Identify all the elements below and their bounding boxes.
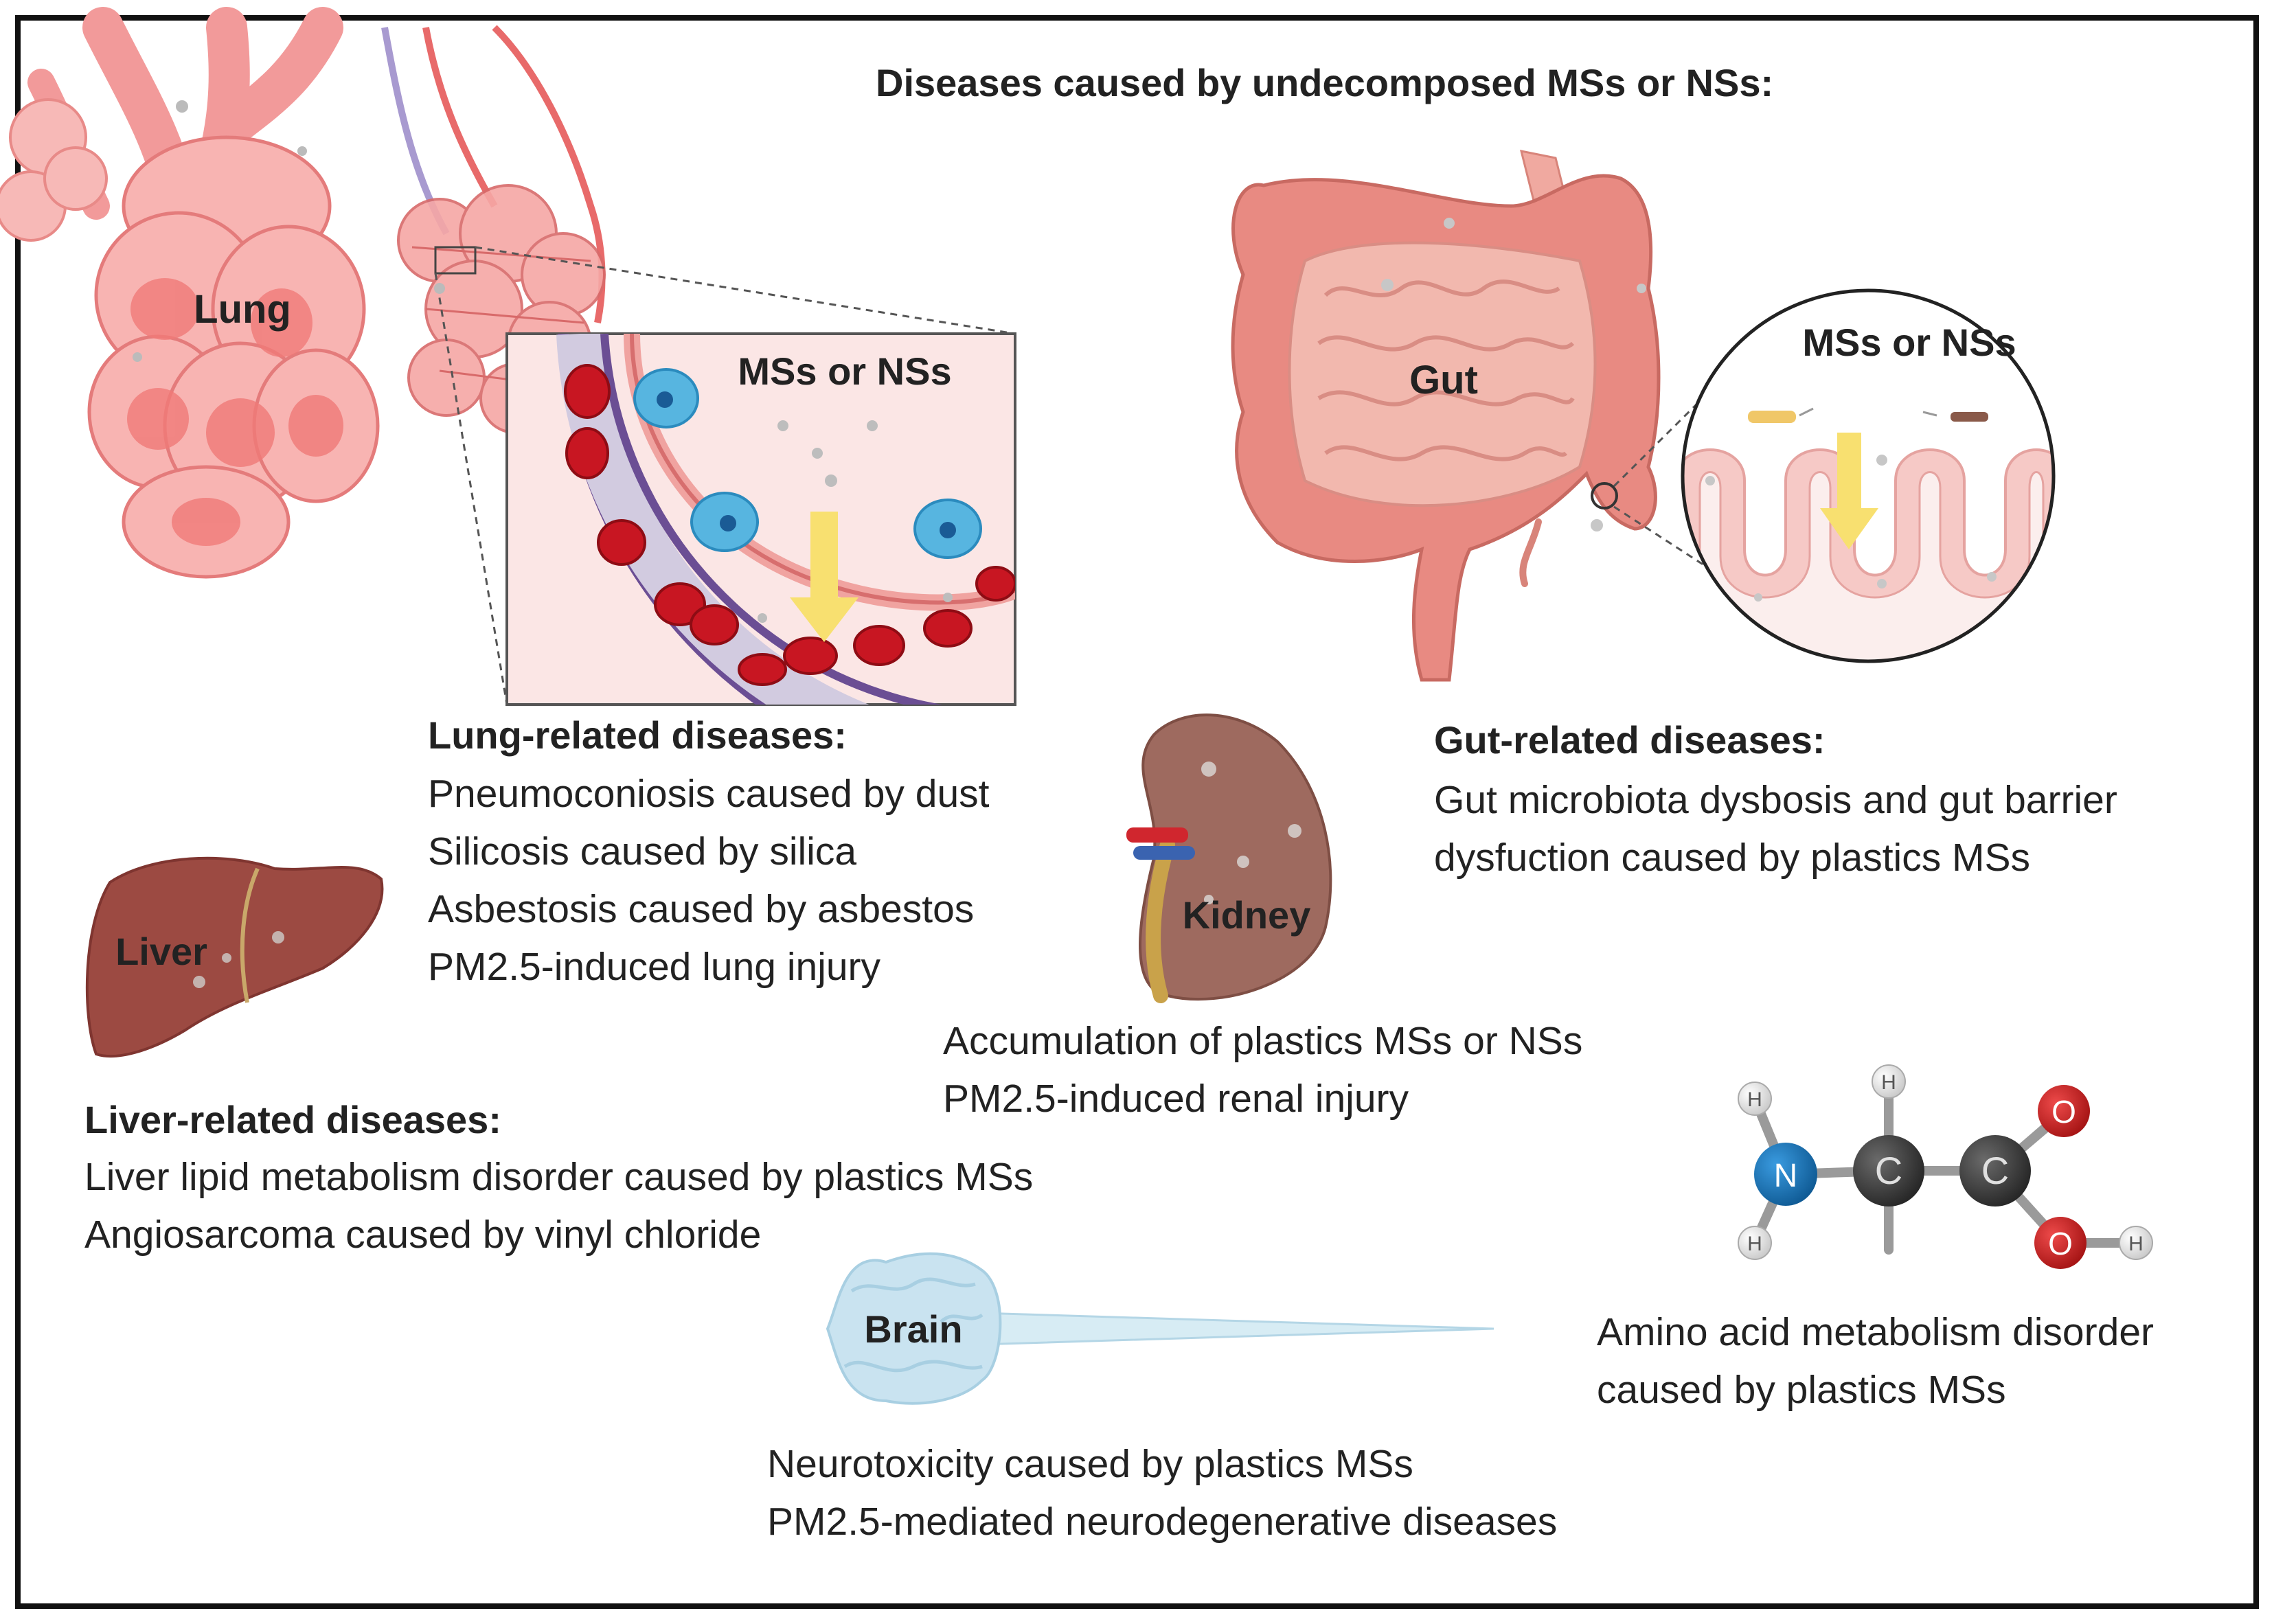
lung-label: Lung xyxy=(194,287,291,332)
lung-disease-item: PM2.5-induced lung injury xyxy=(428,945,881,989)
brain-disease-item: Neurotoxicity caused by plastics MSs xyxy=(767,1442,1413,1486)
atom-o-top xyxy=(2038,1085,2090,1137)
amino-disease-item: Amino acid metabolism disorder xyxy=(1597,1310,2154,1354)
brain-label: Brain xyxy=(864,1307,962,1351)
diagram-title: Diseases caused by undecomposed MSs or N… xyxy=(876,61,1774,104)
atom-c-carboxyl xyxy=(1959,1135,2031,1206)
lung-inset-arrow xyxy=(790,512,859,642)
amino-disease-item: caused by plastics MSs xyxy=(1597,1368,2006,1412)
outer-frame xyxy=(15,15,2259,1609)
liver-diseases-heading: Liver-related diseases: xyxy=(84,1098,501,1141)
kidney-disease-item: PM2.5-induced renal injury xyxy=(943,1077,1409,1121)
liver-disease-item: Liver lipid metabolism disorder caused b… xyxy=(84,1155,1034,1199)
lung-disease-item: Pneumoconiosis caused by dust xyxy=(428,772,990,816)
gut-inset xyxy=(1681,288,2056,663)
liver-label: Liver xyxy=(115,930,207,973)
brain-illustration xyxy=(826,1252,1494,1405)
gut-inset-label: MSs or NSs xyxy=(1802,321,2016,364)
atom-h-bottom-left xyxy=(1738,1226,1772,1260)
atom-o-bottom xyxy=(2034,1217,2087,1269)
kidney-disease-item: Accumulation of plastics MSs or NSs xyxy=(943,1019,1583,1063)
svg-text:O: O xyxy=(2048,1226,2073,1261)
lung-disease-item: Asbestosis caused by asbestos xyxy=(428,887,975,931)
svg-text:H: H xyxy=(2128,1233,2144,1255)
lung-inset xyxy=(505,332,1016,706)
lung-diseases-heading: Lung-related diseases: xyxy=(428,713,847,757)
atom-n xyxy=(1754,1143,1817,1206)
gut-diseases-heading: Gut-related diseases: xyxy=(1434,718,1826,762)
liver-illustration xyxy=(85,856,384,1057)
svg-text:C: C xyxy=(1875,1149,1902,1192)
atom-h-top-left xyxy=(1738,1082,1772,1116)
svg-text:H: H xyxy=(1747,1088,1762,1111)
atom-h-right xyxy=(2119,1226,2153,1260)
lung-inset-label: MSs or NSs xyxy=(738,350,951,393)
gut-zoom-source xyxy=(1591,482,1618,510)
zoom-source-box xyxy=(434,246,477,275)
gut-label: Gut xyxy=(1409,358,1478,402)
kidney-illustration xyxy=(1126,713,1332,1003)
amino-acid-molecule: H H N C H C O O H xyxy=(1738,1064,2153,1269)
gut-inset-arrow xyxy=(1820,433,1878,549)
lung-illustration xyxy=(0,7,1016,705)
svg-text:N: N xyxy=(1774,1158,1798,1194)
lung-disease-item: Silicosis caused by silica xyxy=(428,830,857,873)
gut-disease-item: dysfuction caused by plastics MSs xyxy=(1434,836,2031,880)
atom-h-top-mid xyxy=(1872,1064,1906,1099)
svg-text:H: H xyxy=(1881,1071,1896,1094)
liver-disease-item: Angiosarcoma caused by vinyl chloride xyxy=(84,1213,762,1257)
svg-text:C: C xyxy=(1981,1149,2009,1192)
gut-disease-item: Gut microbiota dysbosis and gut barrier xyxy=(1434,778,2117,822)
kidney-label: Kidney xyxy=(1183,893,1311,937)
brain-disease-item: PM2.5-mediated neurodegenerative disease… xyxy=(767,1500,1558,1544)
gut-illustration xyxy=(1231,150,1786,682)
svg-text:H: H xyxy=(1747,1233,1762,1255)
atom-c-alpha xyxy=(1853,1135,1924,1206)
svg-text:O: O xyxy=(2051,1094,2076,1130)
